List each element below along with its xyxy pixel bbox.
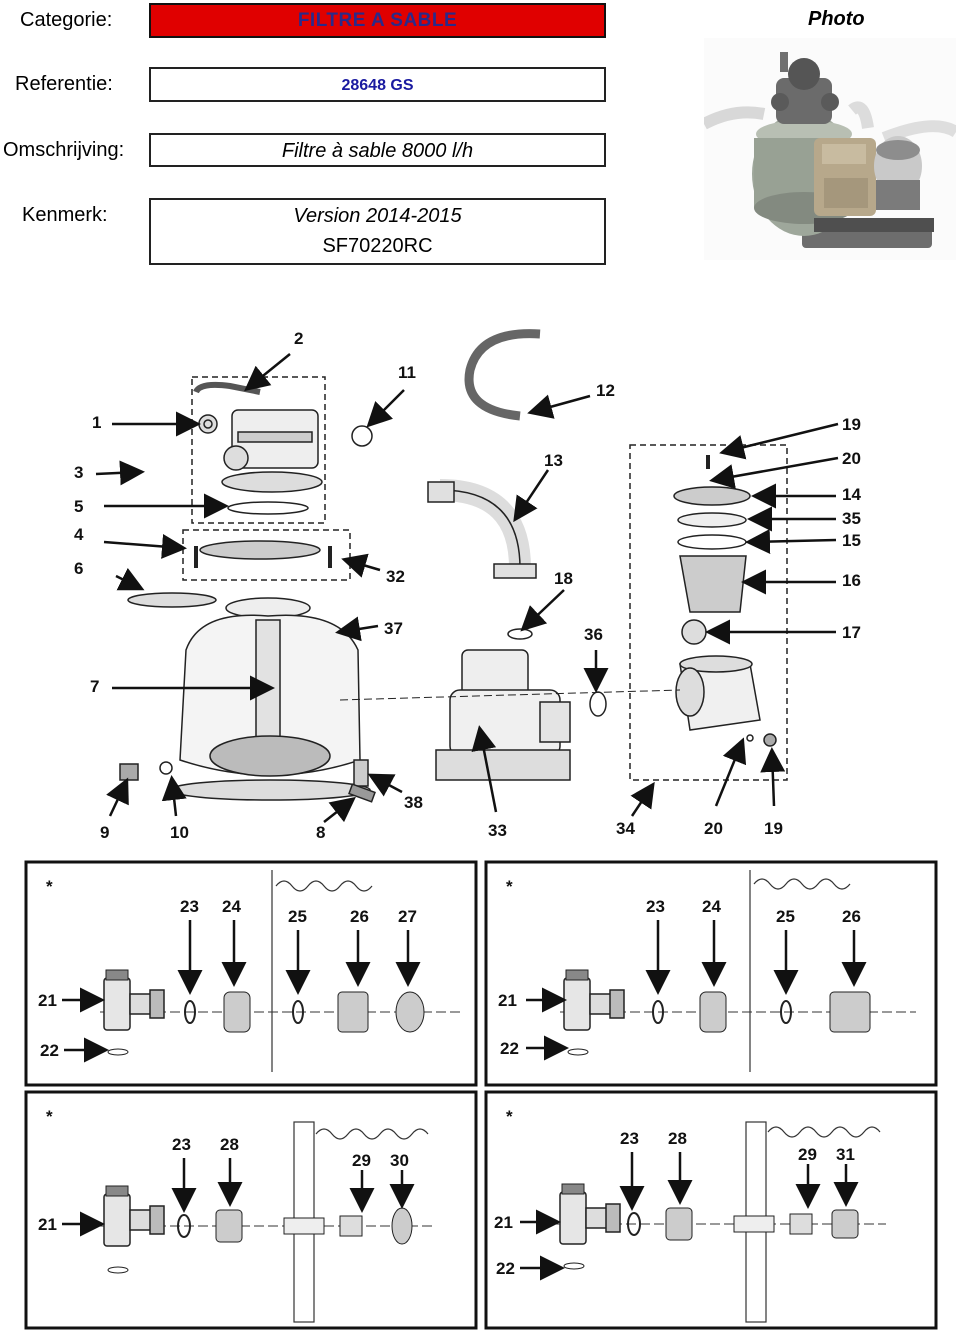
feature-label: Kenmerk: [22, 204, 108, 226]
callout-8: 8 [316, 823, 325, 842]
callout-15: 15 [842, 531, 861, 550]
panel-2-part-26: 26 [842, 907, 861, 926]
feature-version: Version 2014-2015 [293, 205, 462, 227]
callout-19: 19 [842, 415, 861, 434]
sub-panel-3: * 21 23 28 29 30 [24, 1090, 478, 1330]
panel-1-part-27: 27 [398, 907, 417, 926]
panel-1-star: * [46, 877, 53, 896]
description-field: Filtre à sable 8000 l/h [149, 133, 606, 167]
callout-13: 13 [544, 451, 563, 470]
category-label: Categorie: [20, 9, 113, 31]
sub-panel-2: * 21 22 23 24 25 26 [484, 860, 938, 1087]
panel-4-part-31: 31 [836, 1145, 855, 1164]
panel-1-part-26: 26 [350, 907, 369, 926]
photo-label: Photo [808, 8, 865, 30]
panel-1-part-25: 25 [288, 907, 307, 926]
callout-4: 4 [74, 525, 84, 544]
reference-field: 28648 GS [149, 67, 606, 102]
product-photo [704, 38, 956, 260]
feature-field: Version 2014-2015 SF70220RC [149, 198, 606, 265]
callout-34: 34 [616, 819, 635, 838]
callout-20-bottom: 20 [704, 819, 723, 838]
callout-38: 38 [404, 793, 423, 812]
panel-3-part-29: 29 [352, 1151, 371, 1170]
callout-17: 17 [842, 623, 861, 642]
panel-3-part-28: 28 [220, 1135, 239, 1154]
callout-12: 12 [596, 381, 615, 400]
panel-1-part-21: 21 [38, 991, 57, 1010]
panel-1-part-24: 24 [222, 897, 241, 916]
callout-16: 16 [842, 571, 861, 590]
callout-14: 14 [842, 485, 861, 504]
callout-9: 9 [100, 823, 109, 842]
callout-2: 2 [294, 329, 303, 348]
callout-6: 6 [74, 559, 83, 578]
callout-33: 33 [488, 821, 507, 840]
reference-label: Referentie: [15, 73, 113, 95]
callout-37: 37 [384, 619, 403, 638]
reference-value: 28648 GS [341, 77, 414, 94]
callout-36: 36 [584, 625, 603, 644]
callout-18: 18 [554, 569, 573, 588]
panel-3-star: * [46, 1107, 53, 1126]
callout-3: 3 [74, 463, 83, 482]
callout-7: 7 [90, 677, 99, 696]
callout-10: 10 [170, 823, 189, 842]
category-field: FILTRE A SABLE [149, 3, 606, 38]
category-value: FILTRE A SABLE [297, 10, 458, 31]
callout-32: 32 [386, 567, 405, 586]
panel-2-part-23: 23 [646, 897, 665, 916]
panel-3-part-23: 23 [172, 1135, 191, 1154]
callout-35: 35 [842, 509, 861, 528]
exploded-diagram: 1 2 3 4 5 6 7 11 12 13 14 15 16 17 18 19… [74, 329, 861, 842]
sub-panel-4: * 21 22 23 28 29 31 [484, 1090, 938, 1330]
sub-diagram-panels: * 21 22 23 24 25 26 27 * [24, 860, 938, 1330]
callout-5: 5 [74, 497, 83, 516]
panel-4-part-23: 23 [620, 1129, 639, 1148]
panel-2-part-22: 22 [500, 1039, 519, 1058]
panel-4-part-21: 21 [494, 1213, 513, 1232]
panel-1-part-22: 22 [40, 1041, 59, 1060]
panel-4-part-29: 29 [798, 1145, 817, 1164]
feature-code: SF70220RC [322, 235, 433, 257]
description-value: Filtre à sable 8000 l/h [281, 140, 474, 162]
panel-2-part-21: 21 [498, 991, 517, 1010]
callout-11: 11 [398, 363, 416, 382]
callout-19-bottom: 19 [764, 819, 783, 838]
panel-3-part-21: 21 [38, 1215, 57, 1234]
panel-4-star: * [506, 1107, 513, 1126]
panel-3-part-30: 30 [390, 1151, 409, 1170]
panel-4-part-22: 22 [496, 1259, 515, 1278]
panel-2-part-25: 25 [776, 907, 795, 926]
panel-4-part-28: 28 [668, 1129, 687, 1148]
callout-20: 20 [842, 449, 861, 468]
sub-panel-1: * 21 22 23 24 25 26 27 [24, 860, 478, 1087]
panel-2-part-24: 24 [702, 897, 721, 916]
description-label: Omschrijving: [3, 139, 125, 161]
panel-2-star: * [506, 877, 513, 896]
callout-1: 1 [92, 413, 101, 432]
panel-1-part-23: 23 [180, 897, 199, 916]
